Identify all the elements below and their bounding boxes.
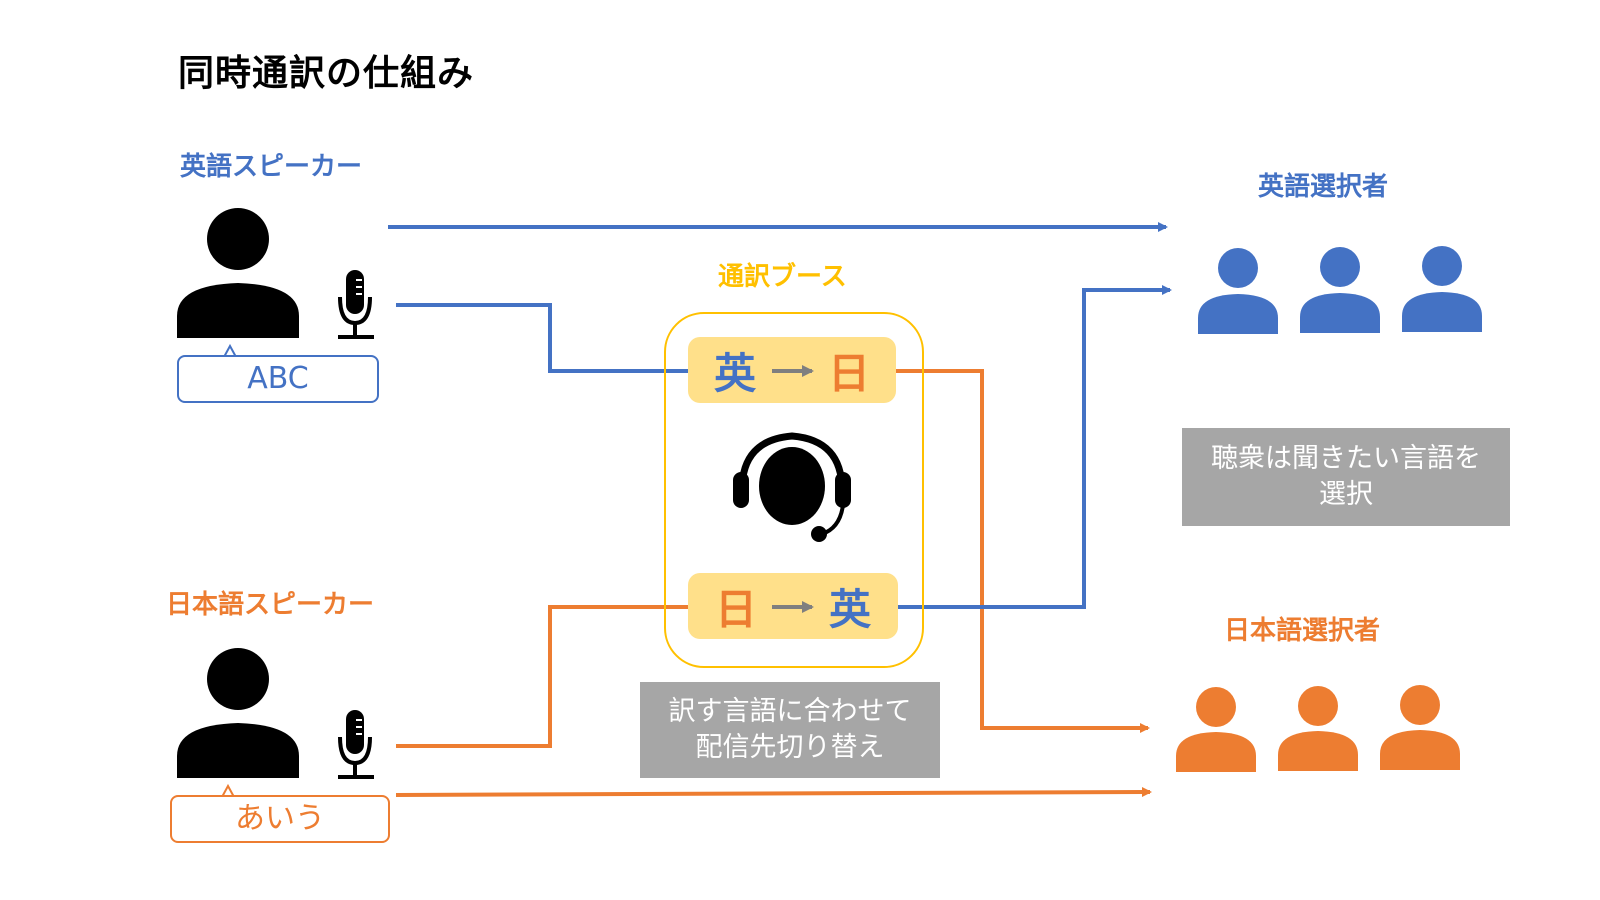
audience-person-icon [1198, 248, 1278, 334]
english-speech-bubble: ABC [177, 355, 379, 403]
page-title: 同時通訳の仕組み [178, 53, 475, 94]
japanese-speaker-person-icon [177, 648, 299, 778]
japanese-speaker-label: 日本語スピーカー [166, 590, 375, 620]
japanese-speech-bubble: あいう [170, 795, 390, 843]
booth-label: 通訳ブース [718, 262, 847, 292]
audience-person-icon [1300, 247, 1380, 333]
booth-note: 訳す言語に合わせて 配信先切り替え [640, 682, 940, 778]
audience-note-line: 選択 [1319, 479, 1373, 510]
japanese-audience-icons [1176, 685, 1460, 772]
channel-target-lang: 英 [829, 584, 872, 634]
audience-person-icon [1402, 246, 1482, 332]
audience-person-icon [1176, 687, 1256, 772]
connector-japanese-direct [395, 787, 1152, 798]
connector-booth-to-japanese-audience [881, 369, 1150, 733]
japanese-microphone-icon [338, 710, 374, 779]
english-audience-label: 英語選択者 [1258, 172, 1389, 202]
english-audience-icons [1198, 246, 1482, 334]
audience-person-icon [1380, 685, 1460, 770]
japanese-bubble-tail [221, 783, 235, 798]
audience-note-line: 聴衆は聞きたい言語を [1211, 443, 1481, 474]
channel-ja-to-en: 日 英 [688, 573, 898, 639]
channel-source-lang: 日 [714, 584, 757, 634]
english-speaker-person-icon [177, 208, 299, 338]
headset-icon [733, 432, 851, 542]
booth-note-line: 配信先切り替え [695, 732, 885, 763]
english-microphone-icon [338, 270, 374, 339]
channel-target-lang: 日 [828, 348, 871, 398]
english-speaker-label: 英語スピーカー [180, 152, 363, 182]
channel-source-lang: 英 [713, 348, 756, 398]
english-bubble-tail [223, 343, 237, 358]
japanese-audience-label: 日本語選択者 [1224, 616, 1381, 646]
audience-note: 聴衆は聞きたい言語を 選択 [1182, 428, 1510, 526]
connector-booth-to-english-audience [881, 285, 1172, 609]
audience-person-icon [1278, 686, 1358, 771]
interpreter-booth [664, 312, 924, 668]
channel-en-to-ja: 英 日 [688, 337, 896, 403]
connector-japanese-to-booth [396, 605, 690, 748]
connector-english-to-booth [396, 303, 690, 373]
booth-note-line: 訳す言語に合わせて [668, 696, 912, 727]
